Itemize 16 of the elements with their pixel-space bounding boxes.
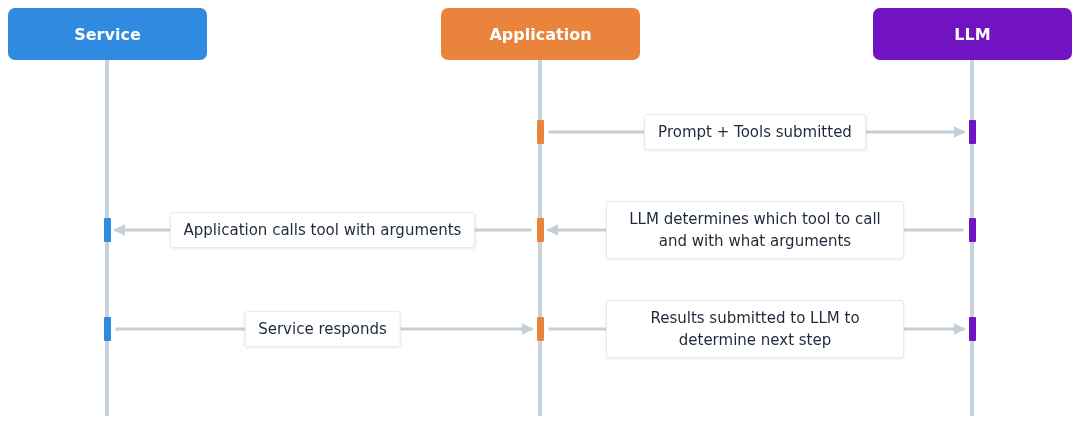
activation-bar <box>968 120 976 144</box>
activation-bar <box>103 218 111 242</box>
activation-bar <box>536 218 544 242</box>
edge-label: Service responds <box>244 311 401 347</box>
lifeline-header: Service <box>8 8 207 60</box>
edge-label: LLM determines which tool to call and with what arguments <box>606 201 904 259</box>
lifeline-header: LLM <box>873 8 1072 60</box>
edge-label: Prompt + Tools submitted <box>644 114 866 150</box>
activation-bar <box>103 317 111 341</box>
activation-bar <box>968 218 976 242</box>
lifeline-header: Application <box>441 8 640 60</box>
activation-bar <box>536 317 544 341</box>
edge-label: Results submitted to LLM to determine next step <box>606 300 904 358</box>
edge-label: Application calls tool with arguments <box>169 212 476 248</box>
activation-bar <box>968 317 976 341</box>
activation-bar <box>536 120 544 144</box>
